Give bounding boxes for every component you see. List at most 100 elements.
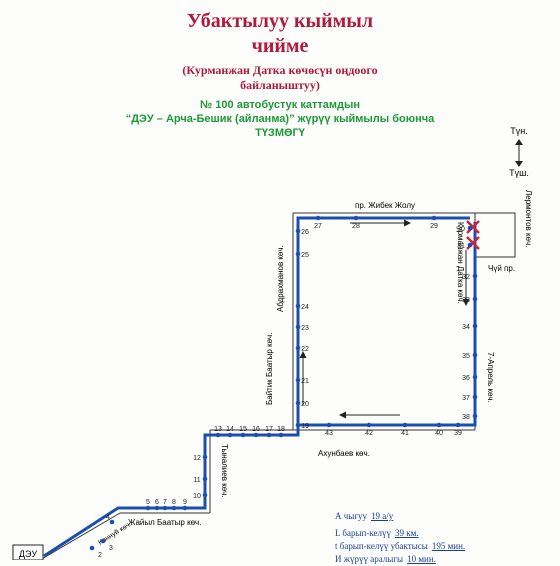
stop-marker-27 xyxy=(315,215,321,221)
stop-marker-15 xyxy=(240,432,246,438)
stop-label-24: 24 xyxy=(301,304,309,311)
route-heading: № 100 автобустук каттамдын xyxy=(199,99,361,111)
stop-marker-18 xyxy=(278,432,284,438)
stop-label-4: 4 xyxy=(106,514,110,521)
stop-label-3: 3 xyxy=(109,545,113,552)
stop-label-13: 13 xyxy=(214,426,222,433)
stop-marker-28 xyxy=(353,215,359,221)
stop-label-11: 11 xyxy=(193,477,200,484)
page-subtitle: (Курманжан Датка көчөсүн оңдоого xyxy=(182,63,378,77)
stop-label-33: 33 xyxy=(462,297,470,304)
stop-label-12: 12 xyxy=(193,455,201,462)
stop-label-37: 37 xyxy=(462,395,470,402)
stop-label-40: 40 xyxy=(435,430,443,437)
stop-label-15: 15 xyxy=(239,426,247,433)
stop-marker-11 xyxy=(202,476,208,482)
street-zhibek-zholu: пр. Жибек Жолу xyxy=(355,201,415,210)
compass-icon xyxy=(515,139,523,167)
stop-marker-7 xyxy=(162,505,168,511)
stop-label-9: 9 xyxy=(183,499,187,506)
stop-marker-2 xyxy=(89,545,95,551)
street-abdrakhmanov: Абдрахманов көч. xyxy=(276,245,285,312)
stop-marker-6 xyxy=(154,505,160,511)
stop-label-19: 19 xyxy=(301,423,309,430)
stop-label-18: 18 xyxy=(277,426,285,433)
route-line xyxy=(296,216,477,427)
stop-label-10: 10 xyxy=(193,493,201,500)
route-heading-line2: “ДЭУ – Арча-Бешик (айланма)” жүрүү кыймы… xyxy=(125,113,435,125)
page-title: Убактылуу кыймыл xyxy=(186,10,374,32)
stop-marker-43 xyxy=(326,422,332,428)
stop-label-39: 39 xyxy=(454,430,462,437)
stop-marker-14 xyxy=(227,432,233,438)
stop-marker-21 xyxy=(295,377,301,383)
stop-marker-16 xyxy=(253,432,259,438)
stop-label-16: 16 xyxy=(252,426,260,433)
stop-label-27: 27 xyxy=(314,223,322,230)
stop-label-29: 29 xyxy=(430,223,438,230)
stop-label-38: 38 xyxy=(462,414,470,421)
stop-marker-24 xyxy=(295,303,301,309)
stop-label-23: 23 xyxy=(301,325,309,332)
stop-label-25: 25 xyxy=(301,252,309,259)
stop-marker-29 xyxy=(431,215,437,221)
stop-marker-32 xyxy=(472,273,478,279)
stop-label-36: 36 xyxy=(462,375,470,382)
street-akhunbaev: Ахунбаев көч. xyxy=(318,449,370,458)
stop-marker-8 xyxy=(171,505,177,511)
stop-marker-20 xyxy=(295,400,301,406)
page-title-line2: чийме xyxy=(251,35,309,57)
stop-label-6: 6 xyxy=(155,499,159,506)
stop-label-41: 41 xyxy=(401,430,409,437)
stop-label-20: 20 xyxy=(301,401,309,408)
stop-label-43: 43 xyxy=(325,430,333,437)
stop-label-17: 17 xyxy=(265,426,273,433)
stop-marker-30 xyxy=(467,225,473,231)
stop-marker-38 xyxy=(472,413,478,419)
stop-label-31: 31 xyxy=(457,243,465,250)
stop-marker-12 xyxy=(202,454,208,460)
stop-label-22: 22 xyxy=(301,346,309,353)
stop-marker-39 xyxy=(455,422,461,428)
street-baitik-baatyr: Байтик Баатыр көч. xyxy=(265,333,274,405)
stop-marker-40 xyxy=(436,422,442,428)
stop-label-21: 21 xyxy=(301,378,309,385)
stop-label-5: 5 xyxy=(146,499,150,506)
compass-south-label: Түш. xyxy=(509,168,529,178)
terminal-label: ДЭУ xyxy=(19,549,38,559)
stop-marker-19 xyxy=(295,422,301,428)
stop-label-28: 28 xyxy=(352,223,360,230)
stop-marker-5 xyxy=(145,505,151,511)
stop-marker-31 xyxy=(467,242,473,248)
stop-marker-41 xyxy=(402,422,408,428)
route-heading-line3: ТҮЗМӨГҮ xyxy=(255,127,305,139)
route-line-tail xyxy=(43,425,300,558)
street-chui: Чүй пр. xyxy=(488,264,515,273)
street-tynalyev: Тыналиев көч. xyxy=(220,444,229,498)
stop-marker-22 xyxy=(295,345,301,351)
street-zhaiyl-baatyr: Жайыл Баатыр көч. xyxy=(128,518,201,527)
stop-marker-33 xyxy=(472,296,478,302)
stop-marker-10 xyxy=(202,492,208,498)
stop-marker-3 xyxy=(100,538,106,544)
stop-label-34: 34 xyxy=(462,324,470,331)
terminal-box xyxy=(12,544,44,560)
stop-marker-35 xyxy=(472,352,478,358)
street-7-aprel: 7-Апрель көч. xyxy=(486,352,495,403)
stop-label-7: 7 xyxy=(163,499,167,506)
stop-marker-26 xyxy=(295,228,301,234)
stop-marker-13 xyxy=(215,432,221,438)
stop-label-35: 35 xyxy=(462,353,470,360)
street-lermontov: Лермонтов көч. xyxy=(524,190,533,247)
stop-label-26: 26 xyxy=(301,229,309,236)
stop-marker-9 xyxy=(182,505,188,511)
compass-north-label: Түн. xyxy=(510,126,527,136)
stop-marker-42 xyxy=(366,422,372,428)
stop-label-8: 8 xyxy=(172,499,176,506)
